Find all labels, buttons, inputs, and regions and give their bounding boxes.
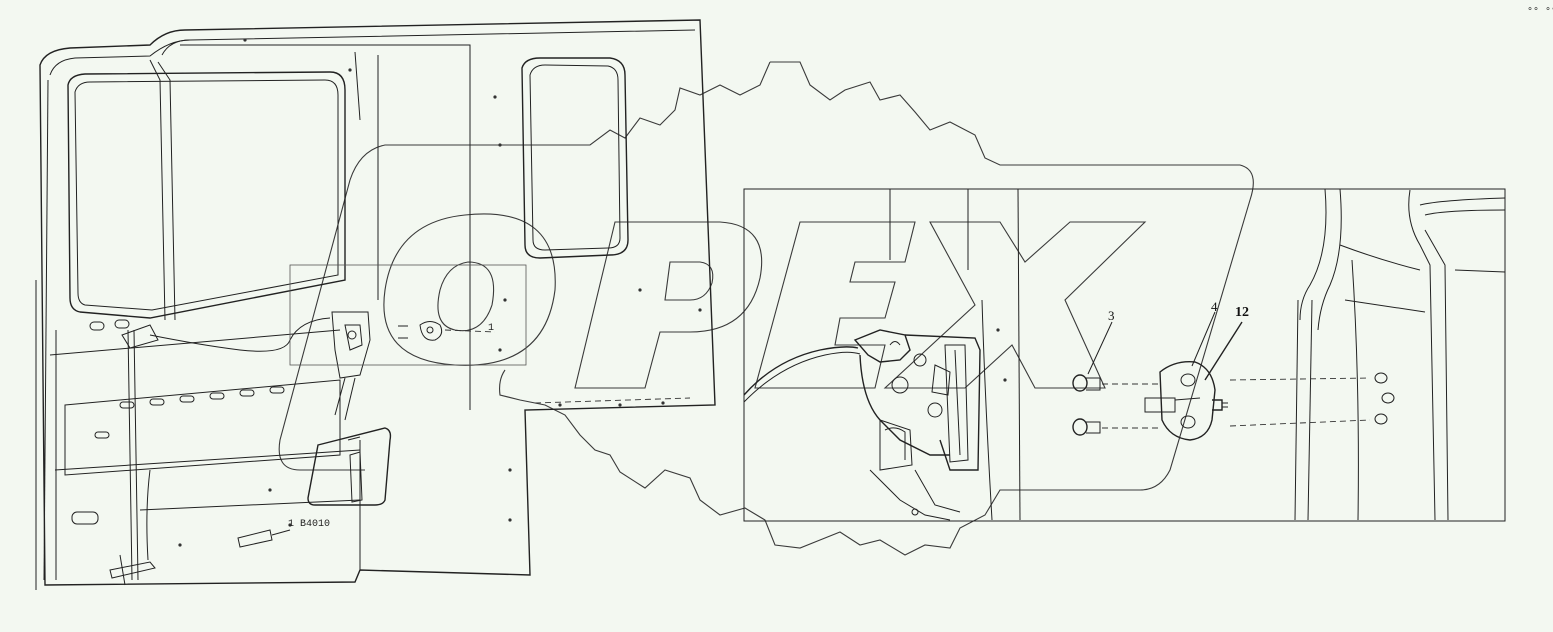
panel-dots [178, 38, 702, 547]
screw-lower [1072, 418, 1101, 436]
svg-text:1: 1 [488, 323, 494, 334]
latch-large [853, 329, 981, 521]
callout-12: 12 [1235, 305, 1249, 320]
corner-mark: °° °°° [1527, 6, 1553, 18]
detail-view-right: 3 4 12 [743, 188, 1506, 522]
striker-plate [1144, 361, 1228, 441]
watermark [278, 61, 1254, 556]
part-code-label: 1 B4010 [288, 519, 330, 530]
door-panel-left: 1 1 B4010 [35, 19, 716, 590]
inner-handle [307, 427, 392, 506]
slot-holes [71, 319, 285, 525]
callout-4: 4 [1211, 299, 1218, 314]
striker-small: 1 [398, 321, 496, 341]
screw-upper [1072, 374, 1101, 392]
callout-3: 3 [1108, 308, 1115, 323]
latch-small [331, 311, 371, 421]
